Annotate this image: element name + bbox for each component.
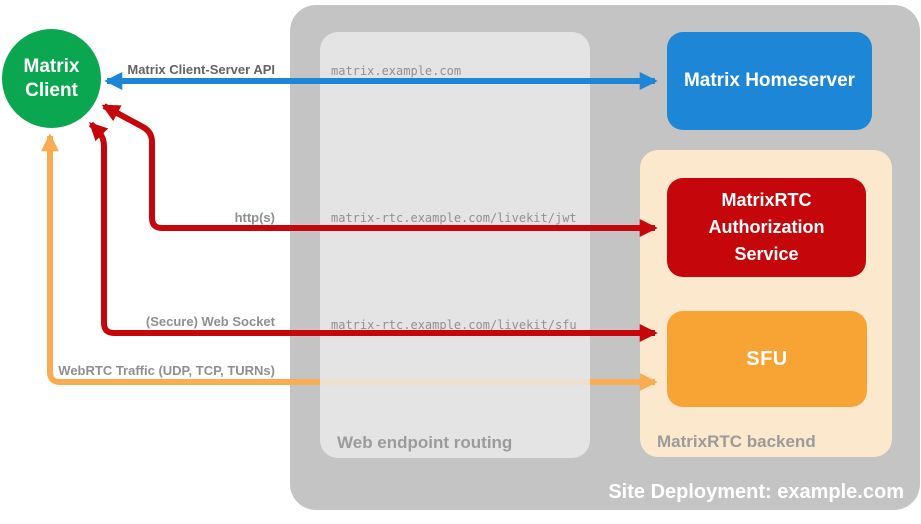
web-endpoint-routing-caption: Web endpoint routing bbox=[337, 433, 513, 452]
webrtc-traffic-label: WebRTC Traffic (UDP, TCP, TURNs) bbox=[58, 363, 275, 378]
client-server-api-label: Matrix Client-Server API bbox=[127, 62, 275, 77]
endpoint-url-homeserver: matrix.example.com bbox=[331, 64, 462, 78]
matrix-client-node: Matrix Client bbox=[2, 29, 101, 128]
site-deployment-caption: Site Deployment: example.com bbox=[608, 481, 904, 503]
endpoint-url-livekit-jwt: matrix-rtc.example.com/livekit/jwt bbox=[331, 211, 577, 225]
web-endpoint-routing-box: matrix.example.com matrix-rtc.example.co… bbox=[320, 32, 590, 458]
https-label: http(s) bbox=[234, 210, 275, 225]
matrix-homeserver-node: Matrix Homeserver bbox=[667, 32, 872, 130]
sfu-node: SFU bbox=[667, 311, 867, 407]
matrixrtc-backend-caption: MatrixRTC backend bbox=[657, 432, 816, 451]
websocket-label: (Secure) Web Socket bbox=[145, 314, 275, 329]
endpoint-url-livekit-sfu: matrix-rtc.example.com/livekit/sfu bbox=[331, 318, 577, 332]
matrixrtc-auth-service-node: MatrixRTC Authorization Service bbox=[667, 178, 866, 277]
